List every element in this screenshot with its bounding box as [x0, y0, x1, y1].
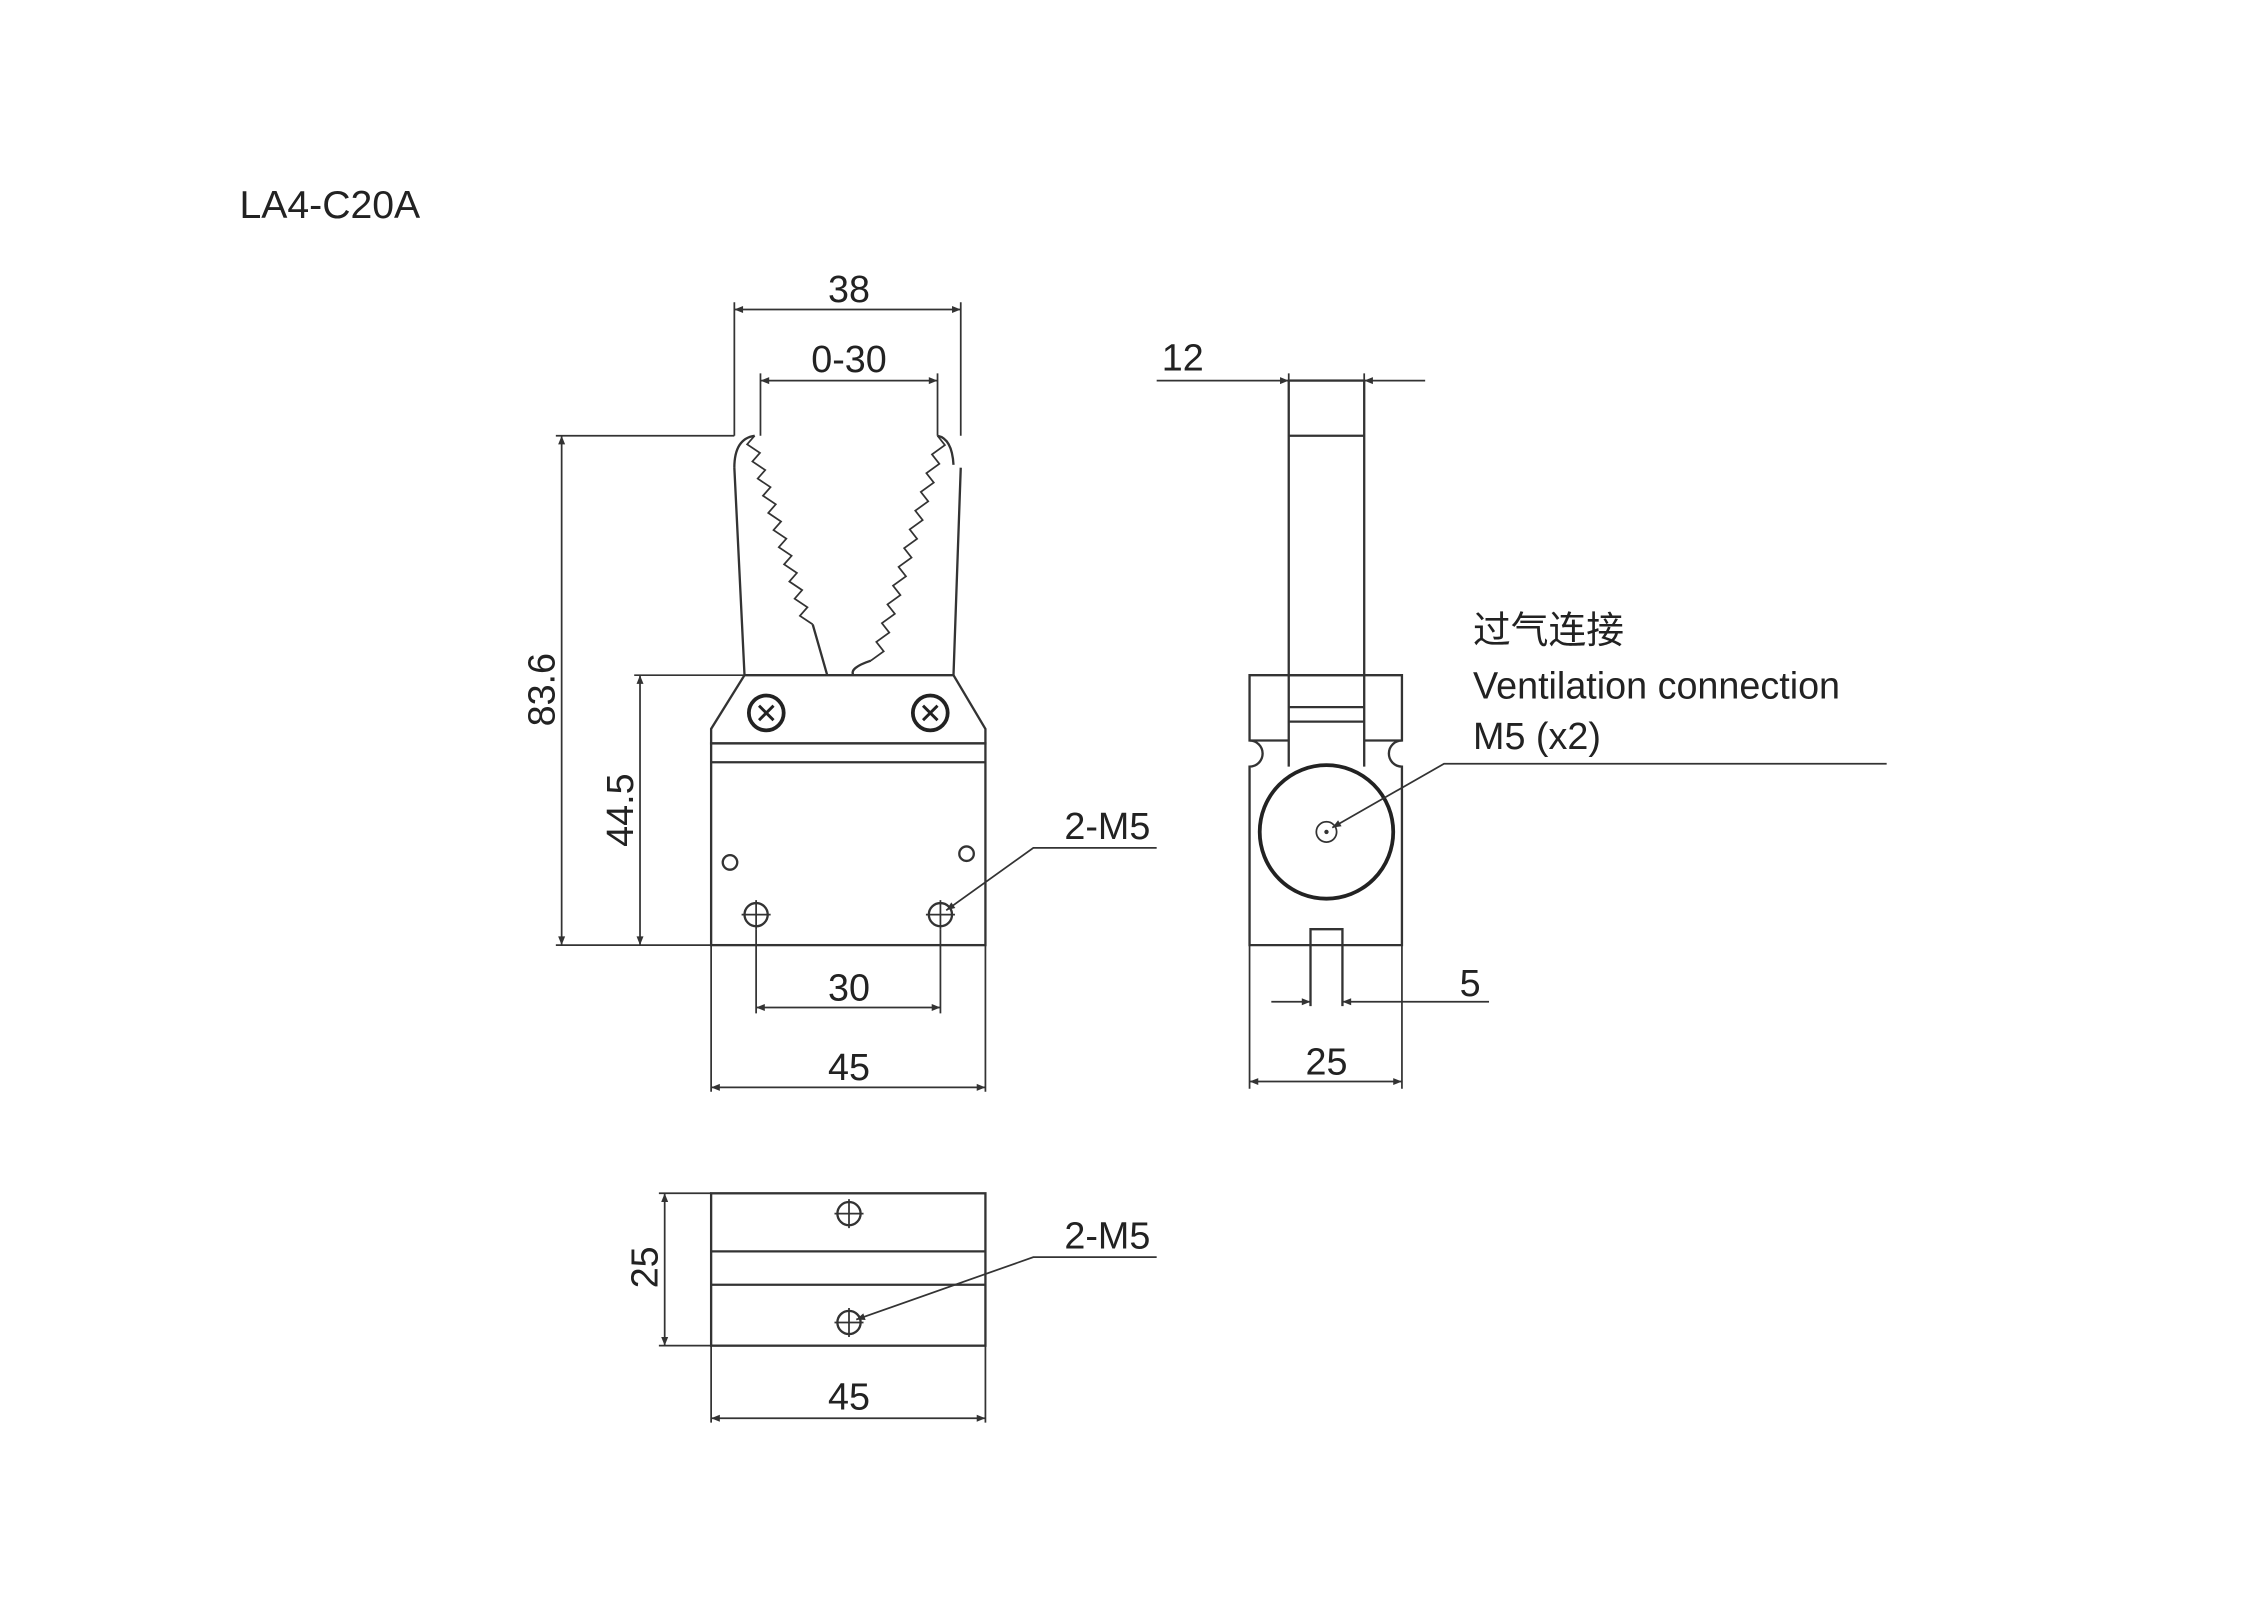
pin-hole	[721, 853, 739, 871]
hole-callout: 2-M5	[1064, 805, 1150, 847]
dim-height-body: 44.5	[599, 773, 641, 846]
dim-finger-width: 12	[1162, 336, 1204, 378]
dim-slot-width: 5	[1460, 962, 1481, 1004]
right-jaw-serration	[870, 435, 947, 662]
right-finger-outline	[851, 434, 962, 676]
pin-hole	[958, 845, 975, 863]
dim-depth: 25	[623, 1246, 665, 1288]
left-jaw-serration	[745, 435, 814, 626]
piston-cover	[1257, 763, 1396, 901]
callout-english: Ventilation connection	[1473, 664, 1840, 706]
screw-icon	[746, 693, 786, 733]
bottom-body	[709, 1192, 987, 1347]
m5-hole-icon	[834, 1199, 864, 1229]
dim-width-top: 38	[828, 268, 870, 310]
callout-chinese: 过气连接	[1473, 608, 1624, 652]
port-icon	[1315, 820, 1338, 843]
hole-callout: 2-M5	[1064, 1214, 1150, 1256]
jaw-base-plate	[709, 674, 987, 745]
dim-width: 45	[828, 1376, 870, 1418]
side-body	[1248, 674, 1404, 947]
callout-thread: M5 (x2)	[1473, 715, 1601, 757]
bottom-view: 25 45 2-M5	[623, 1192, 1157, 1423]
finger-side	[1287, 379, 1366, 677]
left-finger-outline	[733, 434, 829, 676]
m5-hole-icon	[741, 900, 771, 930]
dim-hole-spacing: 30	[828, 966, 870, 1008]
m5-hole-icon	[925, 900, 955, 930]
m5-hole-icon	[834, 1307, 864, 1337]
screw-icon	[910, 693, 950, 733]
dim-width-body: 45	[828, 1046, 870, 1088]
model-title: LA4-C20A	[239, 184, 421, 227]
gripper-body	[709, 742, 987, 947]
front-view: 38 0-30 83.6 44.5 2-M5 30 45	[520, 268, 1157, 1092]
dim-body-width: 25	[1305, 1040, 1347, 1082]
side-view: 12 5 25 过气连接 Ventilation connection M5 (…	[1156, 336, 1887, 1089]
dim-stroke: 0-30	[811, 338, 887, 380]
dim-height-total: 83.6	[520, 653, 562, 726]
